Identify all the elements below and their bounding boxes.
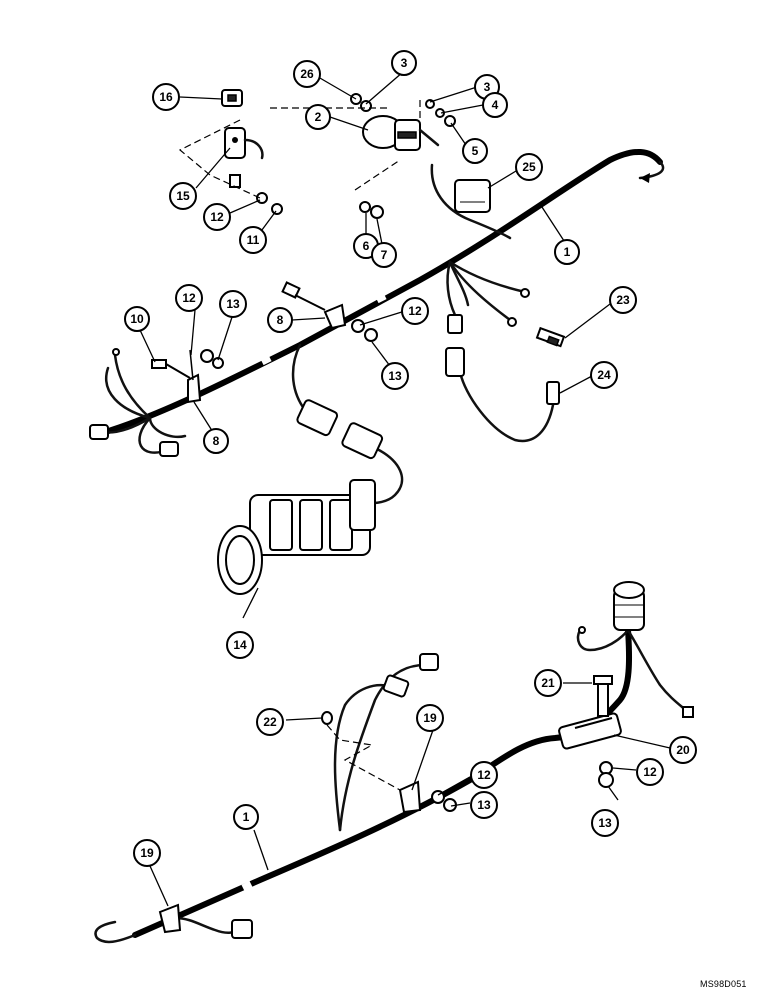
callout-21: 21 [534,669,562,697]
callout-1-top: 1 [554,239,580,265]
svg-text:26: 26 [300,67,314,81]
svg-text:3: 3 [484,80,491,94]
svg-text:19: 19 [140,846,154,860]
svg-text:4: 4 [492,98,499,112]
callout-2: 2 [305,104,331,130]
svg-text:12: 12 [210,210,224,224]
callout-7: 7 [371,242,397,268]
callouts: 16 26 3 2 3 4 5 25 1 15 12 11 6 7 8 12 1… [124,50,697,867]
callout-11: 12 [203,203,231,231]
leader-lines [139,71,671,907]
svg-text:14: 14 [233,638,247,652]
svg-text:19: 19 [423,711,437,725]
clamp-19-middle [398,780,457,814]
svg-text:16: 16 [159,90,173,104]
clamp-8-left [151,349,224,404]
callout-13-upper-left: 13 [219,290,247,318]
svg-text:24: 24 [597,368,611,382]
clamp-8-right [281,281,378,342]
svg-text:10: 10 [130,312,144,326]
relay-2 [362,115,440,151]
callout-24: 24 [590,361,618,389]
callout-1-bottom: 1 [233,804,259,830]
callout-3-top: 3 [391,50,417,76]
svg-text:25: 25 [522,160,536,174]
clamp-20 [558,712,622,750]
svg-text:6: 6 [363,239,370,253]
callout-14: 14 [226,631,254,659]
svg-text:13: 13 [388,369,402,383]
svg-text:12: 12 [477,768,491,782]
svg-text:11: 11 [247,233,260,247]
callout-8-right: 8 [267,307,293,333]
callout-13-lower-right: 13 [591,809,619,837]
callout-8-left: 8 [203,428,229,454]
svg-text:23: 23 [616,293,630,307]
callout-19-middle: 19 [416,704,444,732]
svg-text:13: 13 [477,798,491,812]
svg-text:1: 1 [243,810,250,824]
callout-22: 22 [256,708,284,736]
connector-16 [221,89,243,107]
callout-19-lower: 19 [133,839,161,867]
upper-harness-parts [89,89,566,460]
callout-25: 25 [515,153,543,181]
callout-13-upper-right: 13 [381,362,409,390]
callout-15: 15 [169,182,197,210]
svg-text:3: 3 [401,56,408,70]
callout-12-lower-right: 12 [636,758,664,786]
svg-text:8: 8 [277,313,284,327]
lower-harness [94,627,690,944]
callout-12-upper-right: 12 [401,297,429,325]
svg-text:13: 13 [598,816,612,830]
callout-4: 4 [482,92,508,118]
sensor-23 [535,326,566,348]
relay-25 [454,179,491,213]
switch-block-14 [217,479,376,595]
callout-13-lower-middle: 13 [470,791,498,819]
svg-text:21: 21 [541,676,555,690]
svg-text:7: 7 [381,248,388,262]
svg-text:12: 12 [408,304,422,318]
svg-text:8: 8 [213,434,220,448]
svg-text:2: 2 [315,110,322,124]
connector-15 [224,127,264,188]
callout-5: 5 [462,138,488,164]
callout-10: 11 [239,226,267,254]
lower-harness-parts [158,581,694,939]
callout-16: 16 [152,83,180,111]
callout-23: 23 [609,286,637,314]
callout-12-upper-left: 12 [175,284,203,312]
drawing-code: MS98D051 [700,979,747,989]
callout-20: 20 [669,736,697,764]
svg-text:12: 12 [182,291,196,305]
svg-text:13: 13 [226,297,240,311]
round-plug [613,581,645,631]
svg-text:1: 1 [564,245,571,259]
upper-harness [92,149,665,505]
callout-12-lower-middle: 12 [470,761,498,789]
sensor-24 [546,381,560,405]
svg-text:22: 22 [263,715,277,729]
svg-text:12: 12 [643,765,657,779]
svg-text:5: 5 [472,144,479,158]
clamp-19-lower [158,903,182,934]
callout-9: 10 [124,306,150,332]
svg-text:15: 15 [176,189,190,203]
callout-26: 26 [293,60,321,88]
svg-text:20: 20 [676,743,690,757]
